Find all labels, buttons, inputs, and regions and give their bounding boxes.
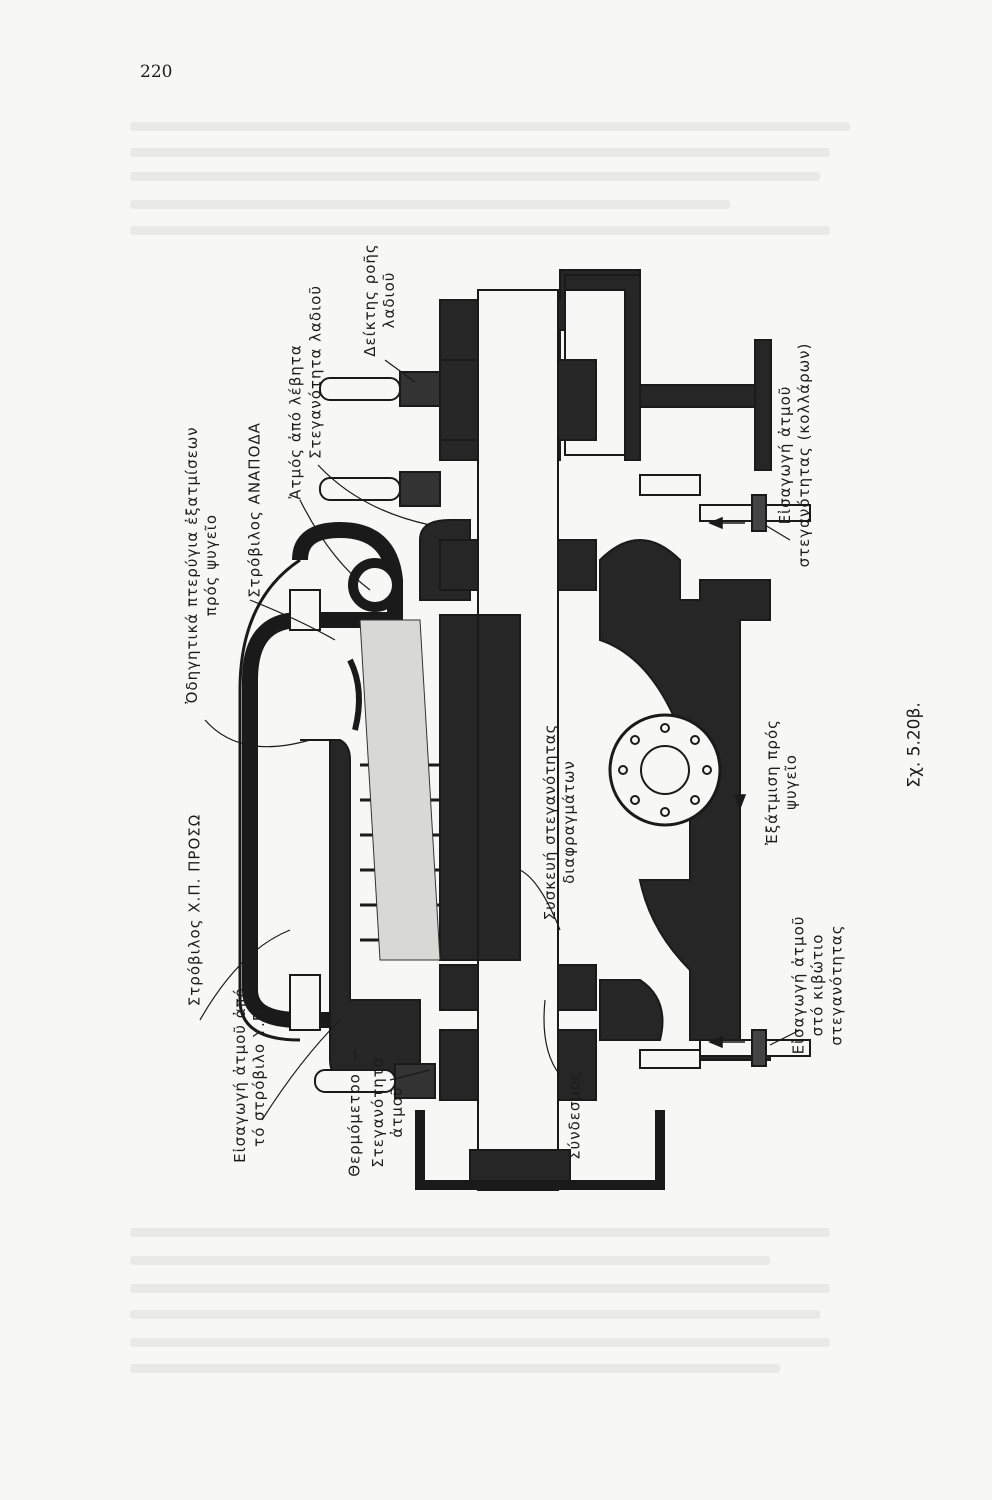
label-hp-turbine-ahead: Στρόβιλος Χ.Π. ΠΡΟΣΩ [185, 813, 204, 1007]
label-coupling: Σύνδεσμος [565, 1070, 584, 1160]
bearing-housing-bottom [415, 1110, 665, 1190]
exhaust-flange [608, 713, 722, 827]
label-thermometer: Θερμόμετρο [345, 1073, 364, 1177]
bearing [439, 359, 479, 441]
page-number: 220 [140, 62, 173, 82]
coupling-body [469, 1149, 571, 1186]
instruments [289, 371, 441, 1099]
label-oil-seal: Στεγανότητα λαδιοῦ [306, 284, 325, 460]
label-boiler-steam: Ἀτμός ἀπό λέβητα [286, 344, 305, 500]
steam-pipes [639, 474, 811, 1069]
blade-path [359, 619, 441, 961]
flow-arrows [708, 516, 747, 1049]
support-foot [754, 339, 772, 471]
support-arm [639, 384, 761, 408]
leader-lines [199, 359, 801, 1121]
oil-seal-indicator [319, 477, 401, 501]
figure-caption: Σχ. 5.20β. [904, 702, 925, 788]
flow-indicator [319, 377, 401, 401]
label-astern-turbine: Στρόβιλος ΑΝΑΠΟΔΑ [245, 422, 264, 598]
lower-casing [300, 739, 421, 1081]
exhaust-casing [599, 539, 771, 1061]
